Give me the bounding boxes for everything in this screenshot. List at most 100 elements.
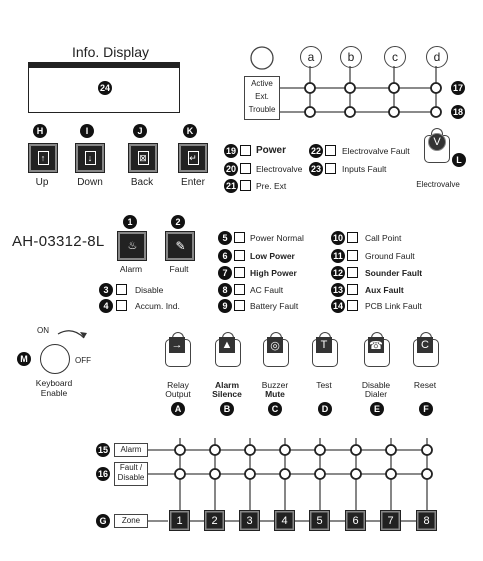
zone-4-button[interactable]: 4 bbox=[275, 511, 294, 530]
accum-label: Accum. Ind. bbox=[135, 301, 180, 311]
top-matrix-row-label-box: Active Ext. Trouble bbox=[244, 76, 280, 120]
alarm-indicator: ♨ bbox=[118, 232, 146, 260]
zone-fault-label-box: Fault / Disable bbox=[114, 462, 148, 486]
disable-marker: 3 bbox=[99, 283, 113, 297]
zone-6-button[interactable]: 6 bbox=[346, 511, 365, 530]
keyboard-enable-keyswitch[interactable] bbox=[40, 344, 70, 374]
battery-fault-led bbox=[234, 300, 245, 311]
phone-icon: ☎ bbox=[368, 337, 384, 353]
row-label-active: Active bbox=[251, 79, 273, 88]
led-marker-9: 9 bbox=[218, 299, 232, 313]
ground-fault-led bbox=[347, 250, 358, 261]
nav-marker-h: H bbox=[33, 124, 47, 138]
buzzer-mute-button[interactable]: ◎ bbox=[263, 332, 289, 367]
aux-fault-label: Aux Fault bbox=[365, 285, 404, 295]
zone-2-button[interactable]: 2 bbox=[205, 511, 224, 530]
zone-row-marker: G bbox=[96, 514, 110, 528]
keyswitch-on-label: ON bbox=[37, 326, 49, 335]
accum-led bbox=[116, 300, 127, 311]
ground-fault-label: Ground Fault bbox=[365, 251, 415, 261]
keyswitch-label-line1: Keyboard bbox=[35, 378, 73, 388]
keyswitch-marker: M bbox=[17, 352, 31, 366]
button-marker-c: C bbox=[268, 402, 282, 416]
led-marker-13: 13 bbox=[331, 283, 345, 297]
model-number: AH-03312-8L bbox=[12, 233, 105, 250]
ac-fault-led bbox=[234, 284, 245, 295]
test-label: Test bbox=[316, 380, 332, 390]
alarm-silence-button[interactable]: ▲ bbox=[215, 332, 241, 367]
battery-fault-label: Battery Fault bbox=[250, 301, 299, 311]
sounder-fault-label: Sounder Fault bbox=[365, 268, 423, 278]
disable-label: Disable bbox=[135, 285, 164, 295]
keyswitch-label-line2: Enable bbox=[40, 388, 68, 398]
test-t-icon: T bbox=[316, 337, 332, 353]
pcb-link-fault-label: PCB Link Fault bbox=[365, 301, 422, 311]
enter-label: Enter bbox=[181, 177, 205, 188]
top-matrix-column-b: b bbox=[340, 46, 362, 68]
pre-ext-led bbox=[240, 180, 251, 191]
led-marker-12: 12 bbox=[331, 266, 345, 280]
zone-3-button[interactable]: 3 bbox=[240, 511, 259, 530]
fault-indicator: ✎ bbox=[166, 232, 194, 260]
back-button[interactable]: ⊠ bbox=[129, 144, 157, 172]
down-button[interactable]: ↓ bbox=[76, 144, 104, 172]
sounder-fault-led bbox=[347, 267, 358, 278]
button-marker-b: B bbox=[220, 402, 234, 416]
disable-dialer-button[interactable]: ☎ bbox=[364, 332, 390, 367]
electrovalve-fault-led bbox=[325, 145, 336, 156]
power-normal-led bbox=[234, 232, 245, 243]
electrovalve-button[interactable]: V bbox=[424, 128, 450, 163]
accum-marker: 4 bbox=[99, 299, 113, 313]
status-marker-21: 21 bbox=[224, 179, 238, 193]
reset-label: Reset bbox=[413, 380, 437, 390]
status-marker-20: 20 bbox=[224, 162, 238, 176]
button-marker-a: A bbox=[171, 402, 185, 416]
top-matrix-column-d: d bbox=[426, 46, 448, 68]
disable-dialer-label-1: Disable bbox=[361, 380, 391, 390]
reset-button[interactable]: C bbox=[413, 332, 439, 367]
zone-8-button[interactable]: 8 bbox=[417, 511, 436, 530]
enter-button[interactable]: ↵ bbox=[179, 144, 207, 172]
relay-output-label-2: Output bbox=[165, 389, 191, 399]
power-led-label: Power bbox=[256, 145, 287, 156]
zone-fault-marker: 16 bbox=[96, 467, 110, 481]
led-marker-10: 10 bbox=[331, 231, 345, 245]
up-button[interactable]: ↑ bbox=[29, 144, 57, 172]
led-marker-8: 8 bbox=[218, 283, 232, 297]
top-matrix-column-a: a bbox=[300, 46, 322, 68]
button-marker-f: F bbox=[419, 402, 433, 416]
relay-output-button[interactable]: → bbox=[165, 332, 191, 367]
bell-icon: ▲ bbox=[219, 337, 235, 353]
electrovalve-v-icon: V bbox=[428, 133, 446, 151]
buzzer-mute-label-1: Buzzer bbox=[261, 380, 289, 390]
zone-1-button[interactable]: 1 bbox=[170, 511, 189, 530]
nav-marker-j: J bbox=[133, 124, 147, 138]
test-button[interactable]: T bbox=[312, 332, 338, 367]
alarm-label: Alarm bbox=[119, 264, 143, 274]
led-marker-11: 11 bbox=[331, 249, 345, 263]
zone-7-button[interactable]: 7 bbox=[381, 511, 400, 530]
top-matrix-column-c: c bbox=[384, 46, 406, 68]
status-marker-23: 23 bbox=[309, 162, 323, 176]
row-marker-17: 17 bbox=[451, 81, 465, 95]
low-power-label: Low Power bbox=[250, 251, 295, 261]
zone-alarm-label: Alarm bbox=[114, 443, 148, 457]
electrovalve-led bbox=[240, 163, 251, 174]
fault-marker: 2 bbox=[171, 215, 185, 229]
nav-marker-k: K bbox=[183, 124, 197, 138]
high-power-label: High Power bbox=[250, 268, 297, 278]
row-label-ext: Ext. bbox=[255, 92, 269, 101]
pcb-link-fault-led bbox=[347, 300, 358, 311]
back-label: Back bbox=[130, 177, 154, 188]
reset-icon: C bbox=[417, 337, 433, 353]
power-normal-label: Power Normal bbox=[250, 233, 304, 243]
high-power-led bbox=[234, 267, 245, 278]
row-label-trouble: Trouble bbox=[248, 105, 276, 114]
zone-5-button[interactable]: 5 bbox=[310, 511, 329, 530]
inputs-fault-led bbox=[325, 163, 336, 174]
led-marker-5: 5 bbox=[218, 231, 232, 245]
row-marker-18: 18 bbox=[451, 105, 465, 119]
status-marker-19: 19 bbox=[224, 144, 238, 158]
low-power-led bbox=[234, 250, 245, 261]
